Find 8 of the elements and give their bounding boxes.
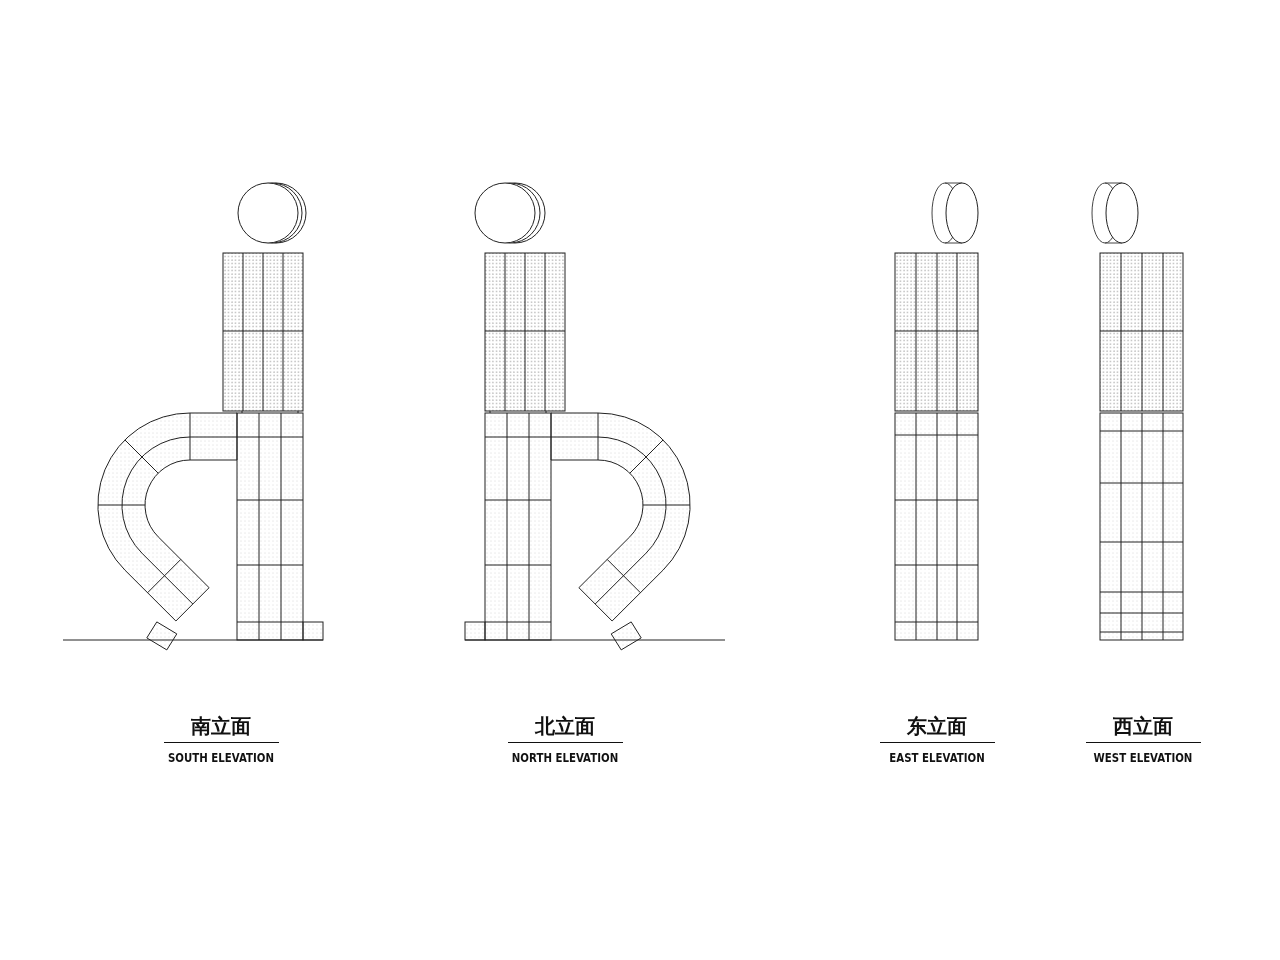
view-subtitle: SOUTH ELEVATION <box>167 751 275 765</box>
view-subtitle: NORTH ELEVATION <box>511 751 619 765</box>
view-subtitle: WEST ELEVATION <box>1093 751 1193 765</box>
view-title: 西立面 <box>1113 714 1173 738</box>
view-title: 南立面 <box>191 714 251 738</box>
view-subtitle: EAST ELEVATION <box>889 751 985 765</box>
view-title: 北立面 <box>535 714 595 738</box>
view-title: 东立面 <box>907 714 967 738</box>
